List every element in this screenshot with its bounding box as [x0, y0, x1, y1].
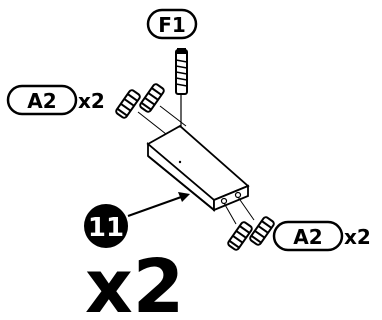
a2-top-label-qty: x2: [78, 89, 105, 113]
wood-block-icon: [146, 124, 250, 212]
a2-top-label-code: A2: [27, 89, 56, 113]
a2-bottom-dowels-icon: [227, 216, 275, 251]
guide-lines: [137, 105, 255, 225]
a2-bottom-label: A2 x2: [272, 220, 371, 252]
a2-top-dowels-icon: [115, 83, 165, 119]
step-number-text: 11: [88, 213, 124, 243]
pointer-arrow-icon: [127, 192, 190, 217]
f1-label: F1: [146, 8, 198, 40]
a2-bottom-label-code: A2: [293, 225, 322, 249]
f1-label-text: F1: [158, 13, 186, 37]
f1-screw-icon: [175, 48, 188, 166]
a2-bottom-label-qty: x2: [344, 225, 371, 249]
step-multiplier: x2: [85, 244, 184, 320]
a2-top-label: A2 x2: [6, 84, 105, 116]
step-number-badge: 11: [84, 204, 128, 248]
